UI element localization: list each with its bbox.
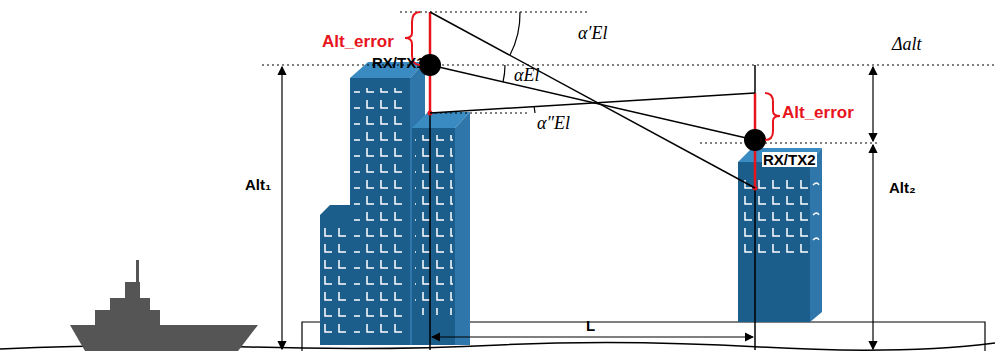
dimension-label: L: [586, 318, 595, 333]
angle-label: αEl: [514, 66, 539, 84]
angle-label: α′El: [578, 24, 607, 42]
antenna-label: RX/TX1: [372, 55, 425, 70]
dimension-label: Alt₂: [888, 180, 917, 195]
error-label: Alt_error: [782, 104, 854, 121]
dimension-label: Δalt: [892, 35, 922, 53]
dimension-label: Alt₁: [244, 177, 272, 192]
antenna-label: RX/TX2: [762, 152, 817, 167]
angle-label: α″El: [537, 114, 570, 132]
error-label: Alt_error: [322, 33, 394, 50]
